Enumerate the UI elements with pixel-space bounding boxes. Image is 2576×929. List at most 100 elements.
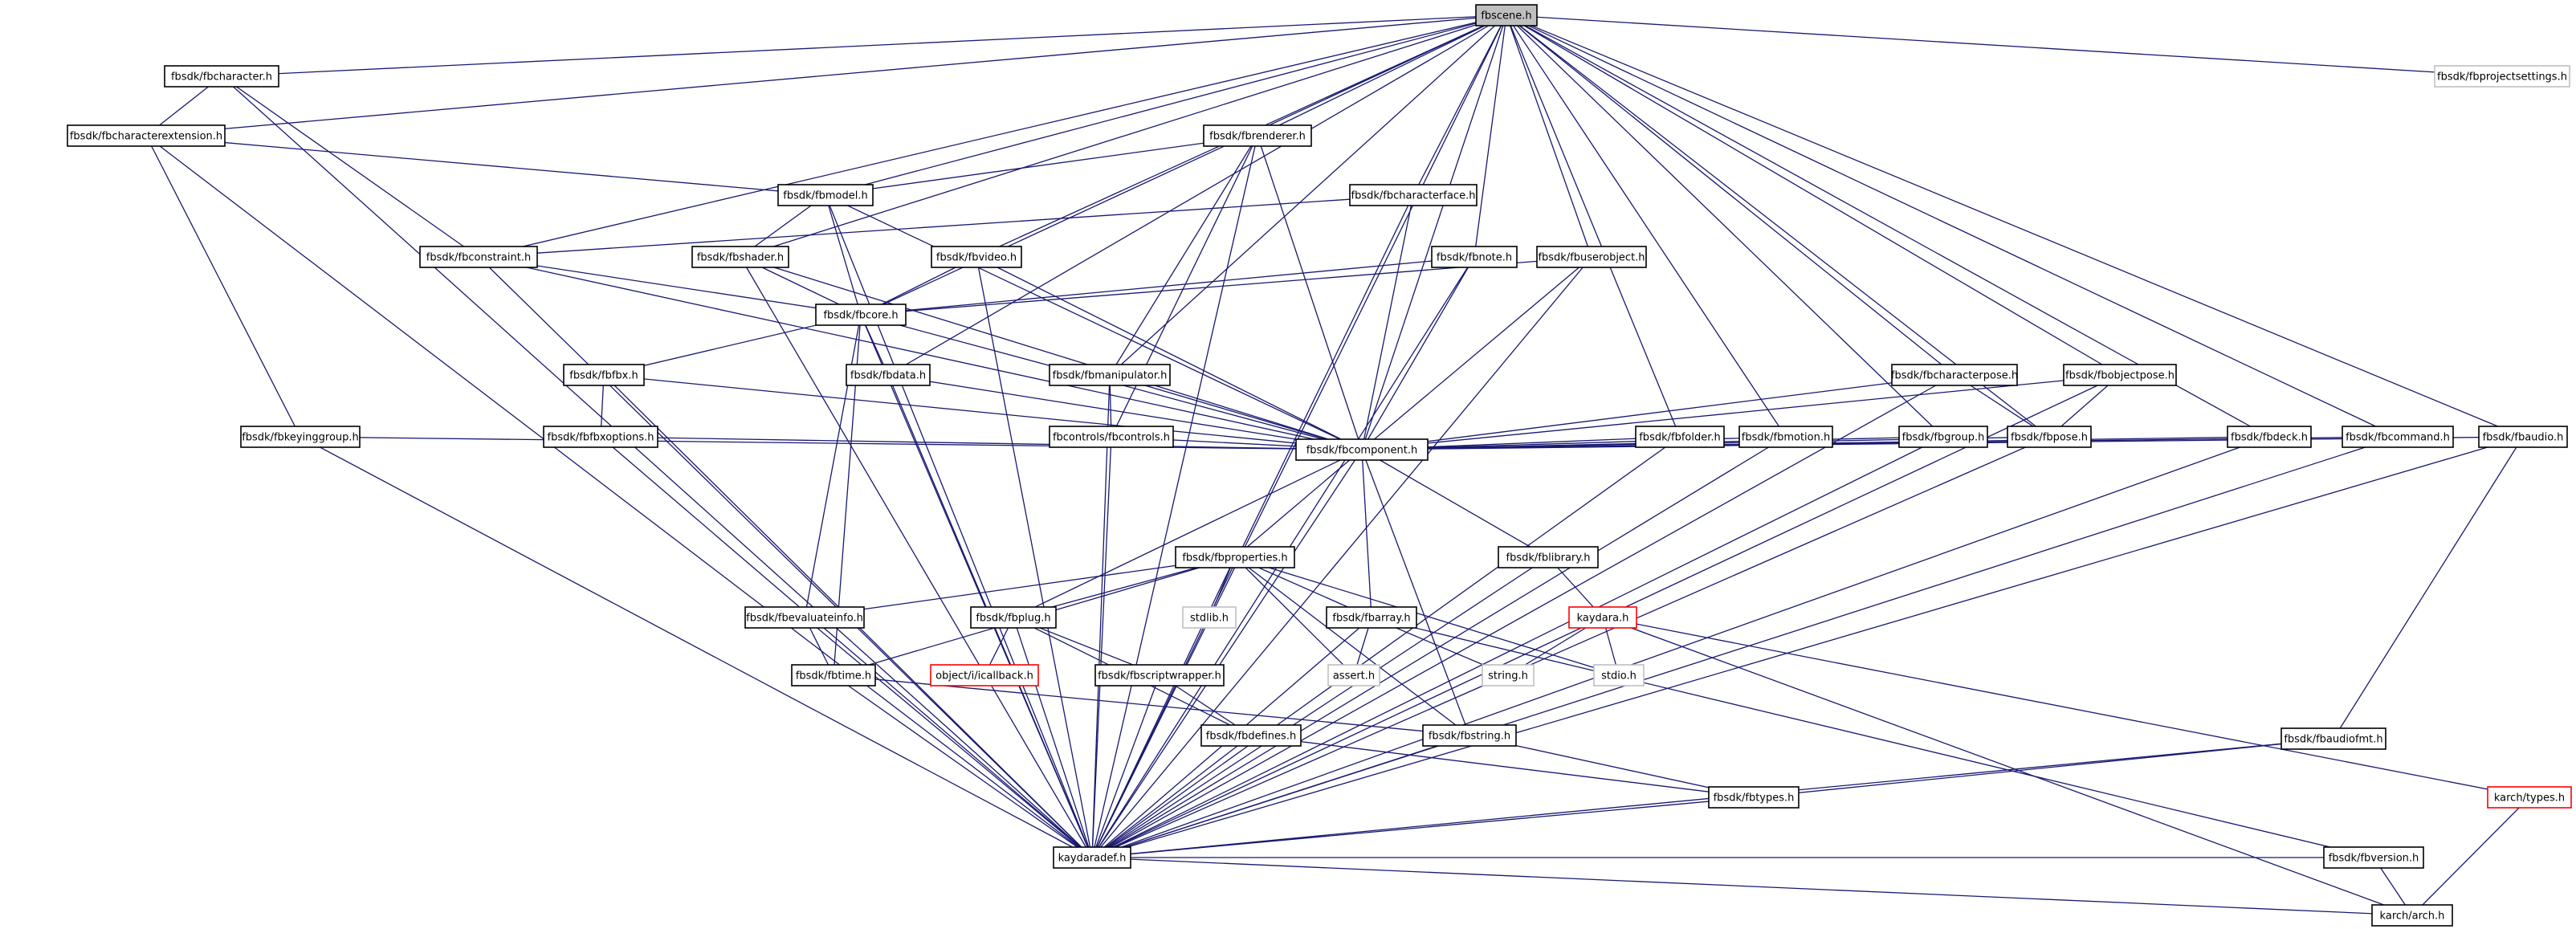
edge-fbcharacter-to-kaydaradef (221, 75, 1093, 858)
edge-fbcharacterface-to-kaydaradef (1091, 194, 1414, 858)
node-fbsdk-fbfolder-h[interactable]: fbsdk/fbfolder.h (1635, 426, 1725, 448)
edge-fbproperties-to-assert (1234, 556, 1355, 676)
node-box (1200, 724, 1302, 747)
node-fbcontrols-fbcontrols-h[interactable]: fbcontrols/fbcontrols.h (1049, 426, 1174, 448)
node-box (2227, 426, 2312, 448)
node-kaydara-h[interactable]: kaydara.h (1568, 606, 1637, 629)
edge-fbmodel-to-fbcore (825, 194, 862, 316)
node-label: kaydaradef.h (1058, 853, 1127, 865)
node-fbsdk-fbproperties-h[interactable]: fbsdk/fbproperties.h (1175, 546, 1295, 568)
node-fbsdk-fbversion-h[interactable]: fbsdk/fbversion.h (2323, 846, 2424, 869)
node-label: fbsdk/fbconstraint.h (426, 252, 531, 264)
node-box (1182, 606, 1237, 629)
edge-fbconstraint-to-fbcore (478, 256, 862, 316)
node-fbsdk-fbaudiofmt-h[interactable]: fbsdk/fbaudiofmt.h (2280, 727, 2386, 750)
edge-fbgroup-to-kaydaradef (1091, 436, 1944, 858)
node-fbsdk-fbgroup-h[interactable]: fbsdk/fbgroup.h (1898, 426, 1988, 448)
node-fbsdk-fbfbxoptions-h[interactable]: fbsdk/fbfbxoptions.h (543, 426, 658, 448)
node-fbsdk-fbnote-h[interactable]: fbsdk/fbnote.h (1431, 246, 1518, 268)
node-kaydaradef-h[interactable]: kaydaradef.h (1053, 846, 1131, 869)
node-fbsdk-fbcommand-h[interactable]: fbsdk/fbcommand.h (2342, 426, 2454, 448)
edge-fbcore-to-fbevaluateinfo (804, 314, 862, 618)
node-fbsdk-fbprojectsettings-h[interactable]: fbsdk/fbprojectsettings.h (2434, 65, 2570, 88)
node-box (543, 426, 658, 448)
node-fbsdk-fbmodel-h[interactable]: fbsdk/fbmodel.h (777, 184, 874, 206)
edge-fbobjectpose-to-fbcomponent (1361, 374, 2121, 450)
node-box (164, 65, 279, 88)
node-fbsdk-fbmanipulator-h[interactable]: fbsdk/fbmanipulator.h (1049, 364, 1171, 386)
edge-fbcharacterface-to-fbconstraint (478, 194, 1414, 258)
node-karch-types-h[interactable]: karch/types.h (2487, 786, 2572, 809)
edge-fbscene-to-fbobjectpose (1506, 14, 2121, 376)
node-label: fbsdk/fbrenderer.h (1209, 131, 1306, 143)
edge-fbcomponent-to-fbproperties (1234, 449, 1363, 558)
node-fbsdk-fbdefines-h[interactable]: fbsdk/fbdefines.h (1200, 724, 1302, 747)
node-box (846, 364, 931, 386)
node-fbsdk-fbarray-h[interactable]: fbsdk/fbarray.h (1326, 606, 1417, 629)
node-fbscene-h[interactable]: fbscene.h (1475, 4, 1538, 26)
node-fbsdk-fbcharacterpose-h[interactable]: fbsdk/fbcharacterpose.h (1891, 364, 2018, 386)
node-fbsdk-fbdeck-h[interactable]: fbsdk/fbdeck.h (2227, 426, 2312, 448)
node-fbsdk-fbaudio-h[interactable]: fbsdk/fbaudio.h (2478, 426, 2568, 448)
node-fbsdk-fbtime-h[interactable]: fbsdk/fbtime.h (791, 664, 876, 687)
node-box (931, 246, 1022, 268)
node-label: fbsdk/fbvideo.h (936, 252, 1017, 264)
node-fbsdk-fbvideo-h[interactable]: fbsdk/fbvideo.h (931, 246, 1022, 268)
node-fbsdk-fbfbx-h[interactable]: fbsdk/fbfbx.h (563, 364, 645, 386)
node-object-i-icallback-h[interactable]: object/i/icallback.h (930, 664, 1039, 687)
node-karch-arch-h[interactable]: karch/arch.h (2371, 904, 2453, 927)
node-assert-h[interactable]: assert.h (1327, 664, 1380, 687)
edge-layer (145, 14, 2530, 916)
node-label: stdio.h (1601, 670, 1636, 682)
edge-fbpose-to-kaydaradef (1091, 436, 2050, 858)
edge-fbscene-to-fbprojectsettings (1506, 14, 2503, 77)
edge-fbuserobject-to-kaydaradef (1091, 256, 1592, 858)
edge-fbscene-to-fbshader (740, 14, 1507, 258)
node-label: stdlib.h (1190, 613, 1229, 625)
edge-fbproperties-to-fbevaluateinfo (804, 556, 1236, 618)
node-label: assert.h (1333, 670, 1375, 682)
node-stdlib-h[interactable]: stdlib.h (1182, 606, 1237, 629)
node-fbsdk-fbcharacterextension-h[interactable]: fbsdk/fbcharacterextension.h (67, 124, 226, 147)
node-fbsdk-fbcharacter-h[interactable]: fbsdk/fbcharacter.h (164, 65, 279, 88)
node-box (1593, 664, 1645, 687)
edge-fbscene-to-fbaudio (1506, 14, 2524, 438)
node-fbsdk-fbplug-h[interactable]: fbsdk/fbplug.h (970, 606, 1057, 629)
node-fbsdk-fbpose-h[interactable]: fbsdk/fbpose.h (2007, 426, 2092, 448)
node-fbsdk-fblibrary-h[interactable]: fbsdk/fblibrary.h (1498, 546, 1599, 568)
node-label: karch/types.h (2494, 793, 2565, 805)
node-fbsdk-fbdata-h[interactable]: fbsdk/fbdata.h (846, 364, 931, 386)
node-label: fbsdk/fbfolder.h (1639, 432, 1721, 444)
node-fbsdk-fbevaluateinfo-h[interactable]: fbsdk/fbevaluateinfo.h (744, 606, 865, 629)
edge-fbscene-to-fbcharacter (221, 14, 1507, 77)
edge-fbnote-to-fbcore (860, 256, 1475, 316)
edge-fbscene-to-fbuserobject (1506, 14, 1592, 258)
node-fbsdk-fbmotion-h[interactable]: fbsdk/fbmotion.h (1738, 426, 1833, 448)
edge-fbdata-to-fbcomponent (887, 374, 1363, 450)
edge-fbdeck-to-kaydaradef (1091, 436, 2270, 858)
edge-fbcharacter-to-fbconstraint (221, 75, 479, 258)
node-box (1536, 246, 1647, 268)
node-fbsdk-fbconstraint-h[interactable]: fbsdk/fbconstraint.h (419, 246, 538, 268)
node-fbsdk-fbstring-h[interactable]: fbsdk/fbstring.h (1422, 724, 1517, 747)
edge-fbmotion-to-kaydaradef (1091, 436, 1787, 858)
node-label: string.h (1488, 670, 1528, 682)
node-fbsdk-fbcomponent-h[interactable]: fbsdk/fbcomponent.h (1295, 438, 1429, 461)
node-fbsdk-fbcore-h[interactable]: fbsdk/fbcore.h (815, 304, 907, 326)
node-fbsdk-fbkeyinggroup-h[interactable]: fbsdk/fbkeyinggroup.h (240, 426, 361, 448)
node-stdio-h[interactable]: stdio.h (1593, 664, 1645, 687)
node-label: fbsdk/fbuserobject.h (1538, 252, 1645, 264)
node-fbsdk-fbcharacterface-h[interactable]: fbsdk/fbcharacterface.h (1349, 184, 1478, 206)
node-box (1203, 124, 1312, 147)
node-label: fbsdk/fbfbx.h (569, 370, 638, 382)
node-fbsdk-fbshader-h[interactable]: fbsdk/fbshader.h (691, 246, 789, 268)
node-fbsdk-fbobjectpose-h[interactable]: fbsdk/fbobjectpose.h (2063, 364, 2177, 386)
node-string-h[interactable]: string.h (1482, 664, 1535, 687)
node-label: karch/arch.h (2380, 911, 2445, 923)
node-fbsdk-fbuserobject-h[interactable]: fbsdk/fbuserobject.h (1536, 246, 1647, 268)
edge-fbshader-to-fbcomponent (740, 256, 1363, 450)
node-fbsdk-fbrenderer-h[interactable]: fbsdk/fbrenderer.h (1203, 124, 1312, 147)
node-fbsdk-fbtypes-h[interactable]: fbsdk/fbtypes.h (1708, 786, 1800, 809)
edge-fbscene-to-fbfolder (1506, 14, 1681, 438)
node-fbsdk-fbscriptwrapper-h[interactable]: fbsdk/fbscriptwrapper.h (1094, 664, 1225, 687)
